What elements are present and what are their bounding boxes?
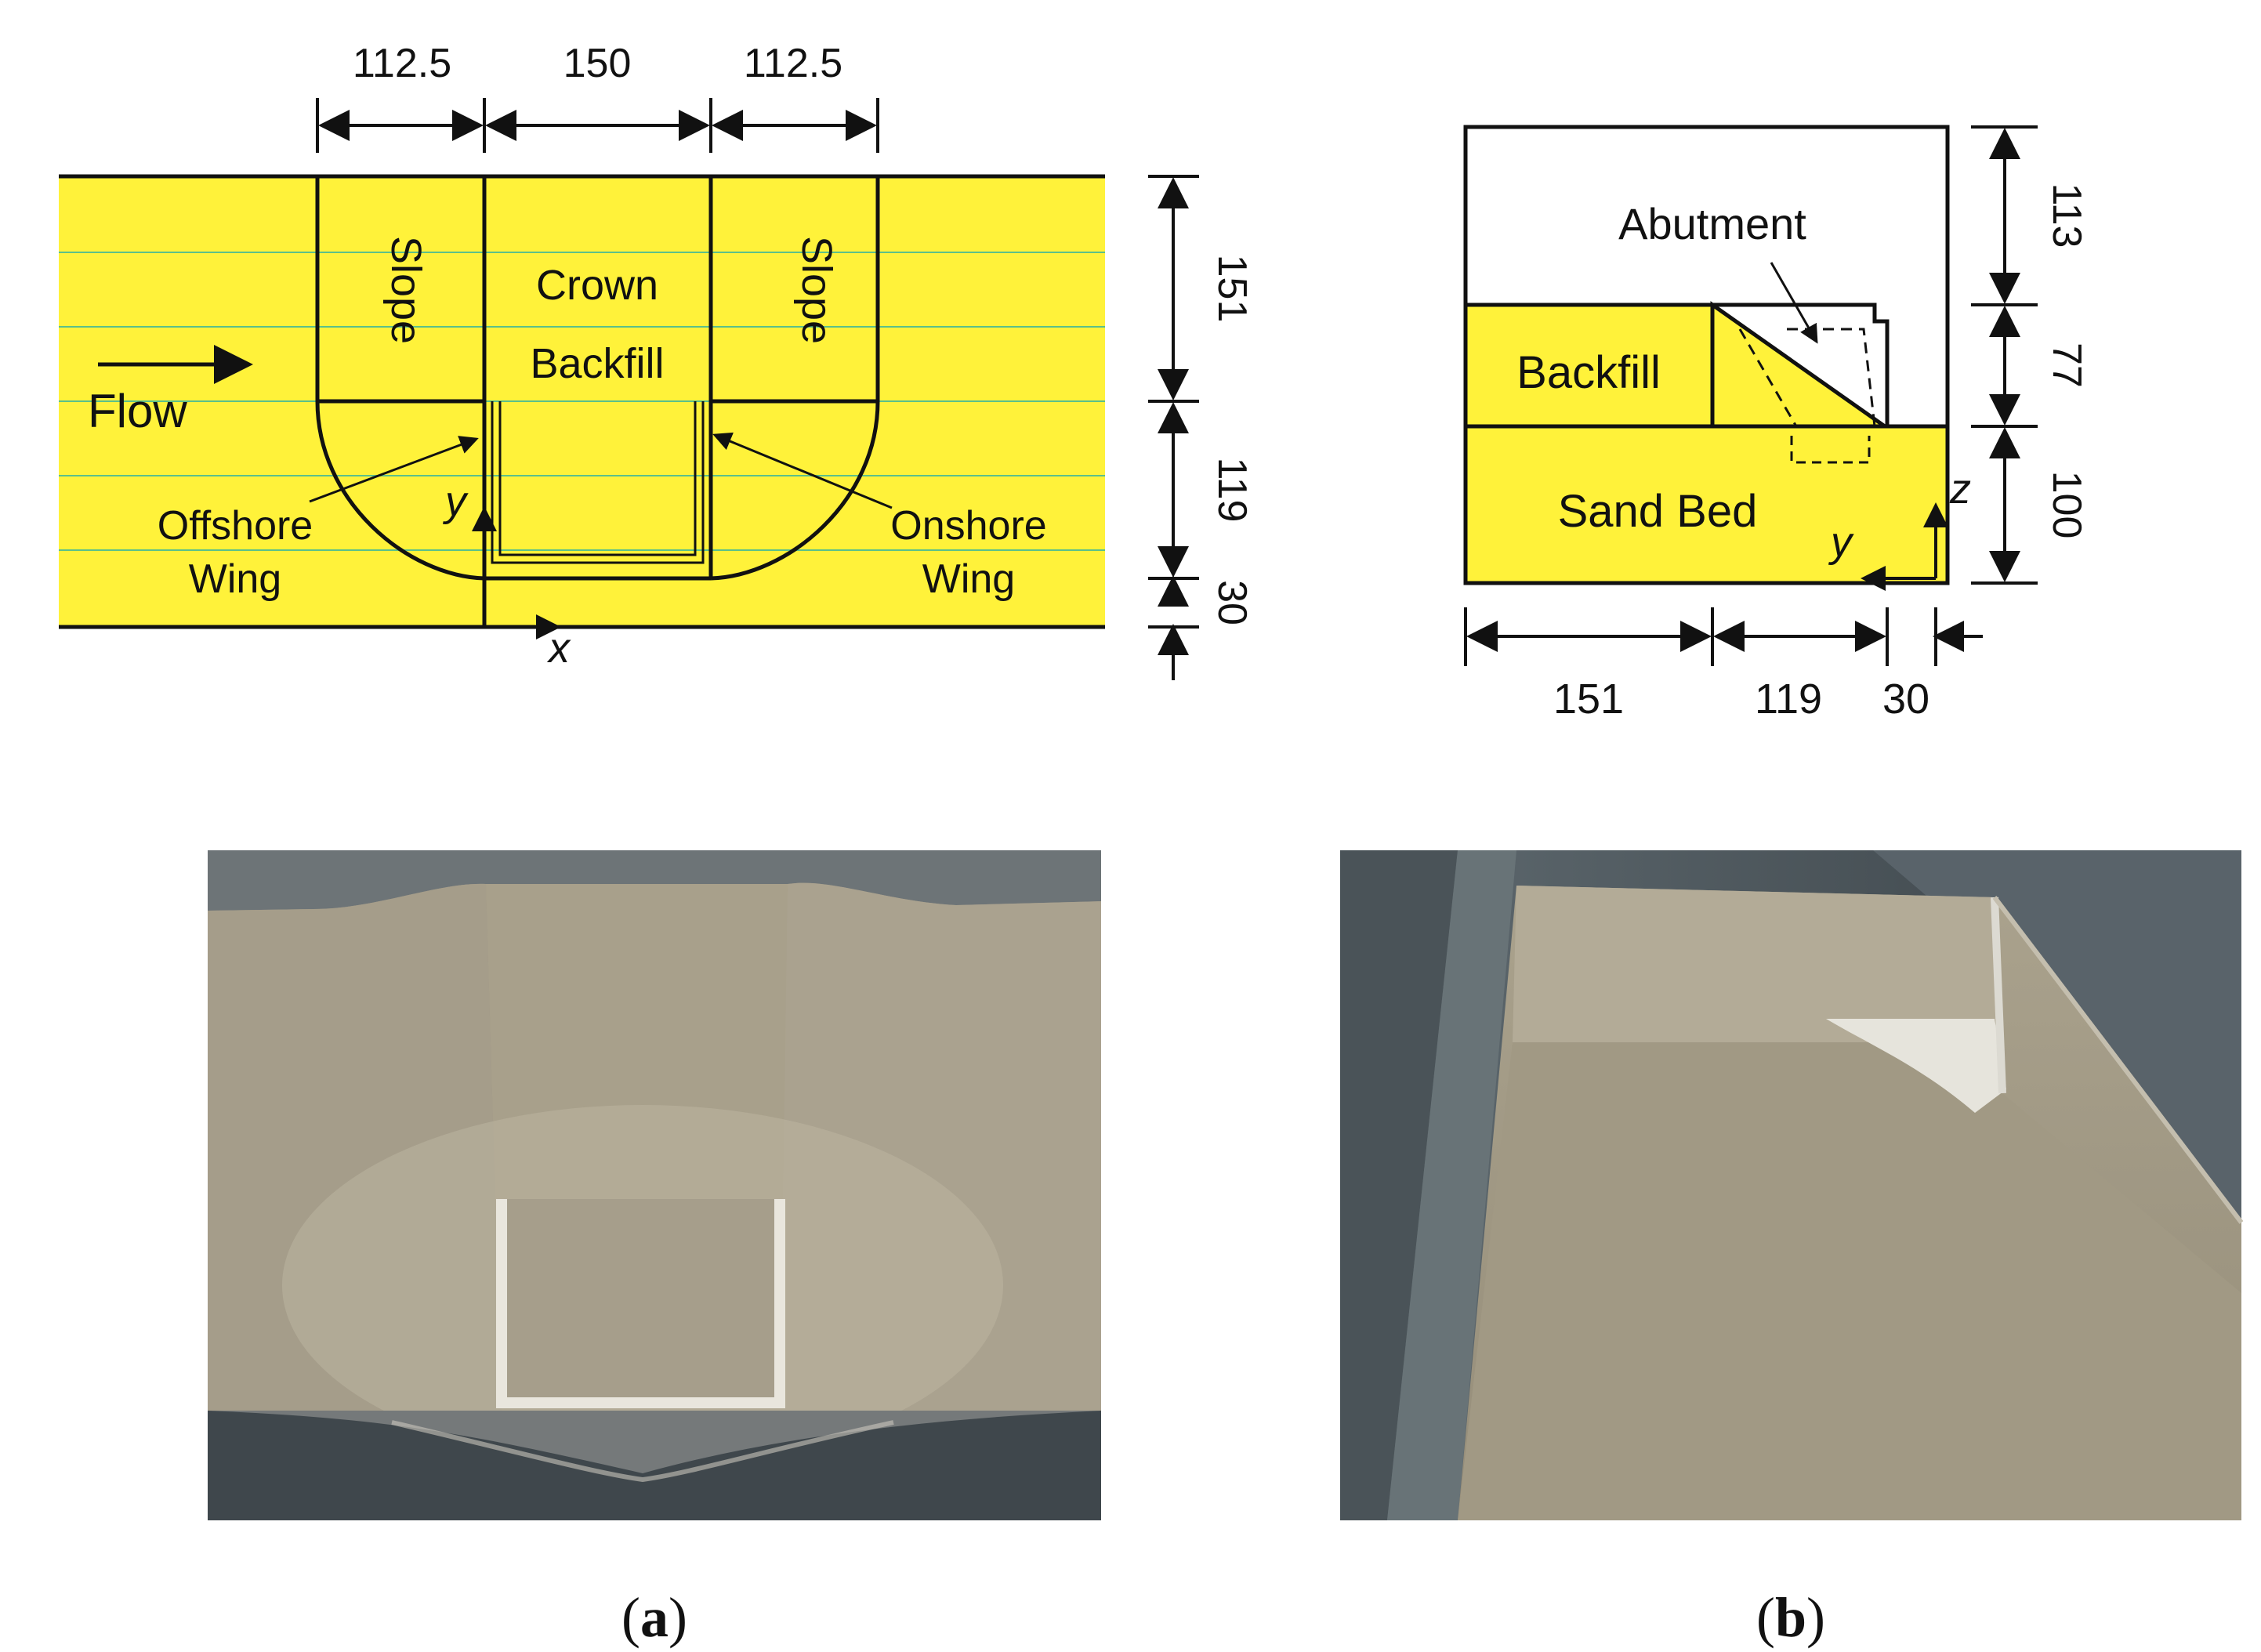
label-abutment: Abutment — [1618, 199, 1806, 248]
axis-label-x-plan: x — [546, 625, 571, 672]
dim-right-30: 30 — [1209, 580, 1255, 625]
backfill-section — [1463, 303, 1715, 429]
label-backfill-plan: Backfill — [530, 340, 664, 387]
dim-section-100: 100 — [2044, 471, 2089, 539]
label-slope-right: Slope — [793, 236, 840, 344]
label-crown: Crown — [536, 262, 658, 309]
panel-b-diagram: Abutment Backfill Sand Bed z y 113 77 10… — [1463, 125, 2089, 723]
label-onshore: Onshore — [890, 503, 1046, 549]
label-offshore-wing: Wing — [189, 556, 281, 602]
label-sand-bed: Sand Bed — [1558, 486, 1758, 537]
dim-section-77: 77 — [2044, 342, 2089, 388]
dim-section-113: 113 — [2044, 183, 2089, 248]
dim-section-151: 151 — [1553, 676, 1624, 723]
dim-right-151: 151 — [1209, 255, 1255, 323]
slope-section — [1710, 301, 1891, 429]
dim-top-right: 112.5 — [744, 41, 842, 86]
label-backfill-section: Backfill — [1516, 347, 1661, 398]
abutment-leader — [1770, 262, 1818, 344]
offshore-leader — [309, 436, 479, 503]
photo-b — [1340, 850, 2244, 1520]
dim-section-30: 30 — [1882, 676, 1929, 723]
right-dimensions — [1148, 175, 1199, 680]
panel-a-diagram: 112.5 150 112.5 151 119 30 Slope Crown B… — [59, 41, 1255, 680]
label-slope-left: Slope — [382, 236, 429, 344]
onshore-leader — [712, 432, 893, 509]
axis-label-z: z — [1949, 466, 1971, 513]
section-right-dimensions — [1971, 125, 2038, 585]
label-offshore: Offshore — [158, 503, 313, 549]
label-onshore-wing: Wing — [922, 556, 1015, 602]
caption-b: (b) — [1756, 1586, 1825, 1649]
dim-section-119: 119 — [1755, 676, 1822, 723]
caption-a: (a) — [621, 1586, 687, 1649]
dim-top-middle: 150 — [563, 41, 632, 86]
dim-top-left: 112.5 — [353, 41, 451, 86]
wing-walls — [491, 401, 705, 564]
dim-right-119: 119 — [1209, 458, 1255, 523]
axis-label-y-plan: y — [442, 478, 469, 525]
axis-label-y-section: y — [1828, 519, 1854, 566]
section-bottom-dimensions — [1464, 607, 1983, 666]
channel-lines — [59, 252, 1105, 551]
top-dimensions — [316, 98, 879, 153]
photo-a — [208, 850, 1101, 1520]
label-flow: Flow — [88, 385, 187, 437]
